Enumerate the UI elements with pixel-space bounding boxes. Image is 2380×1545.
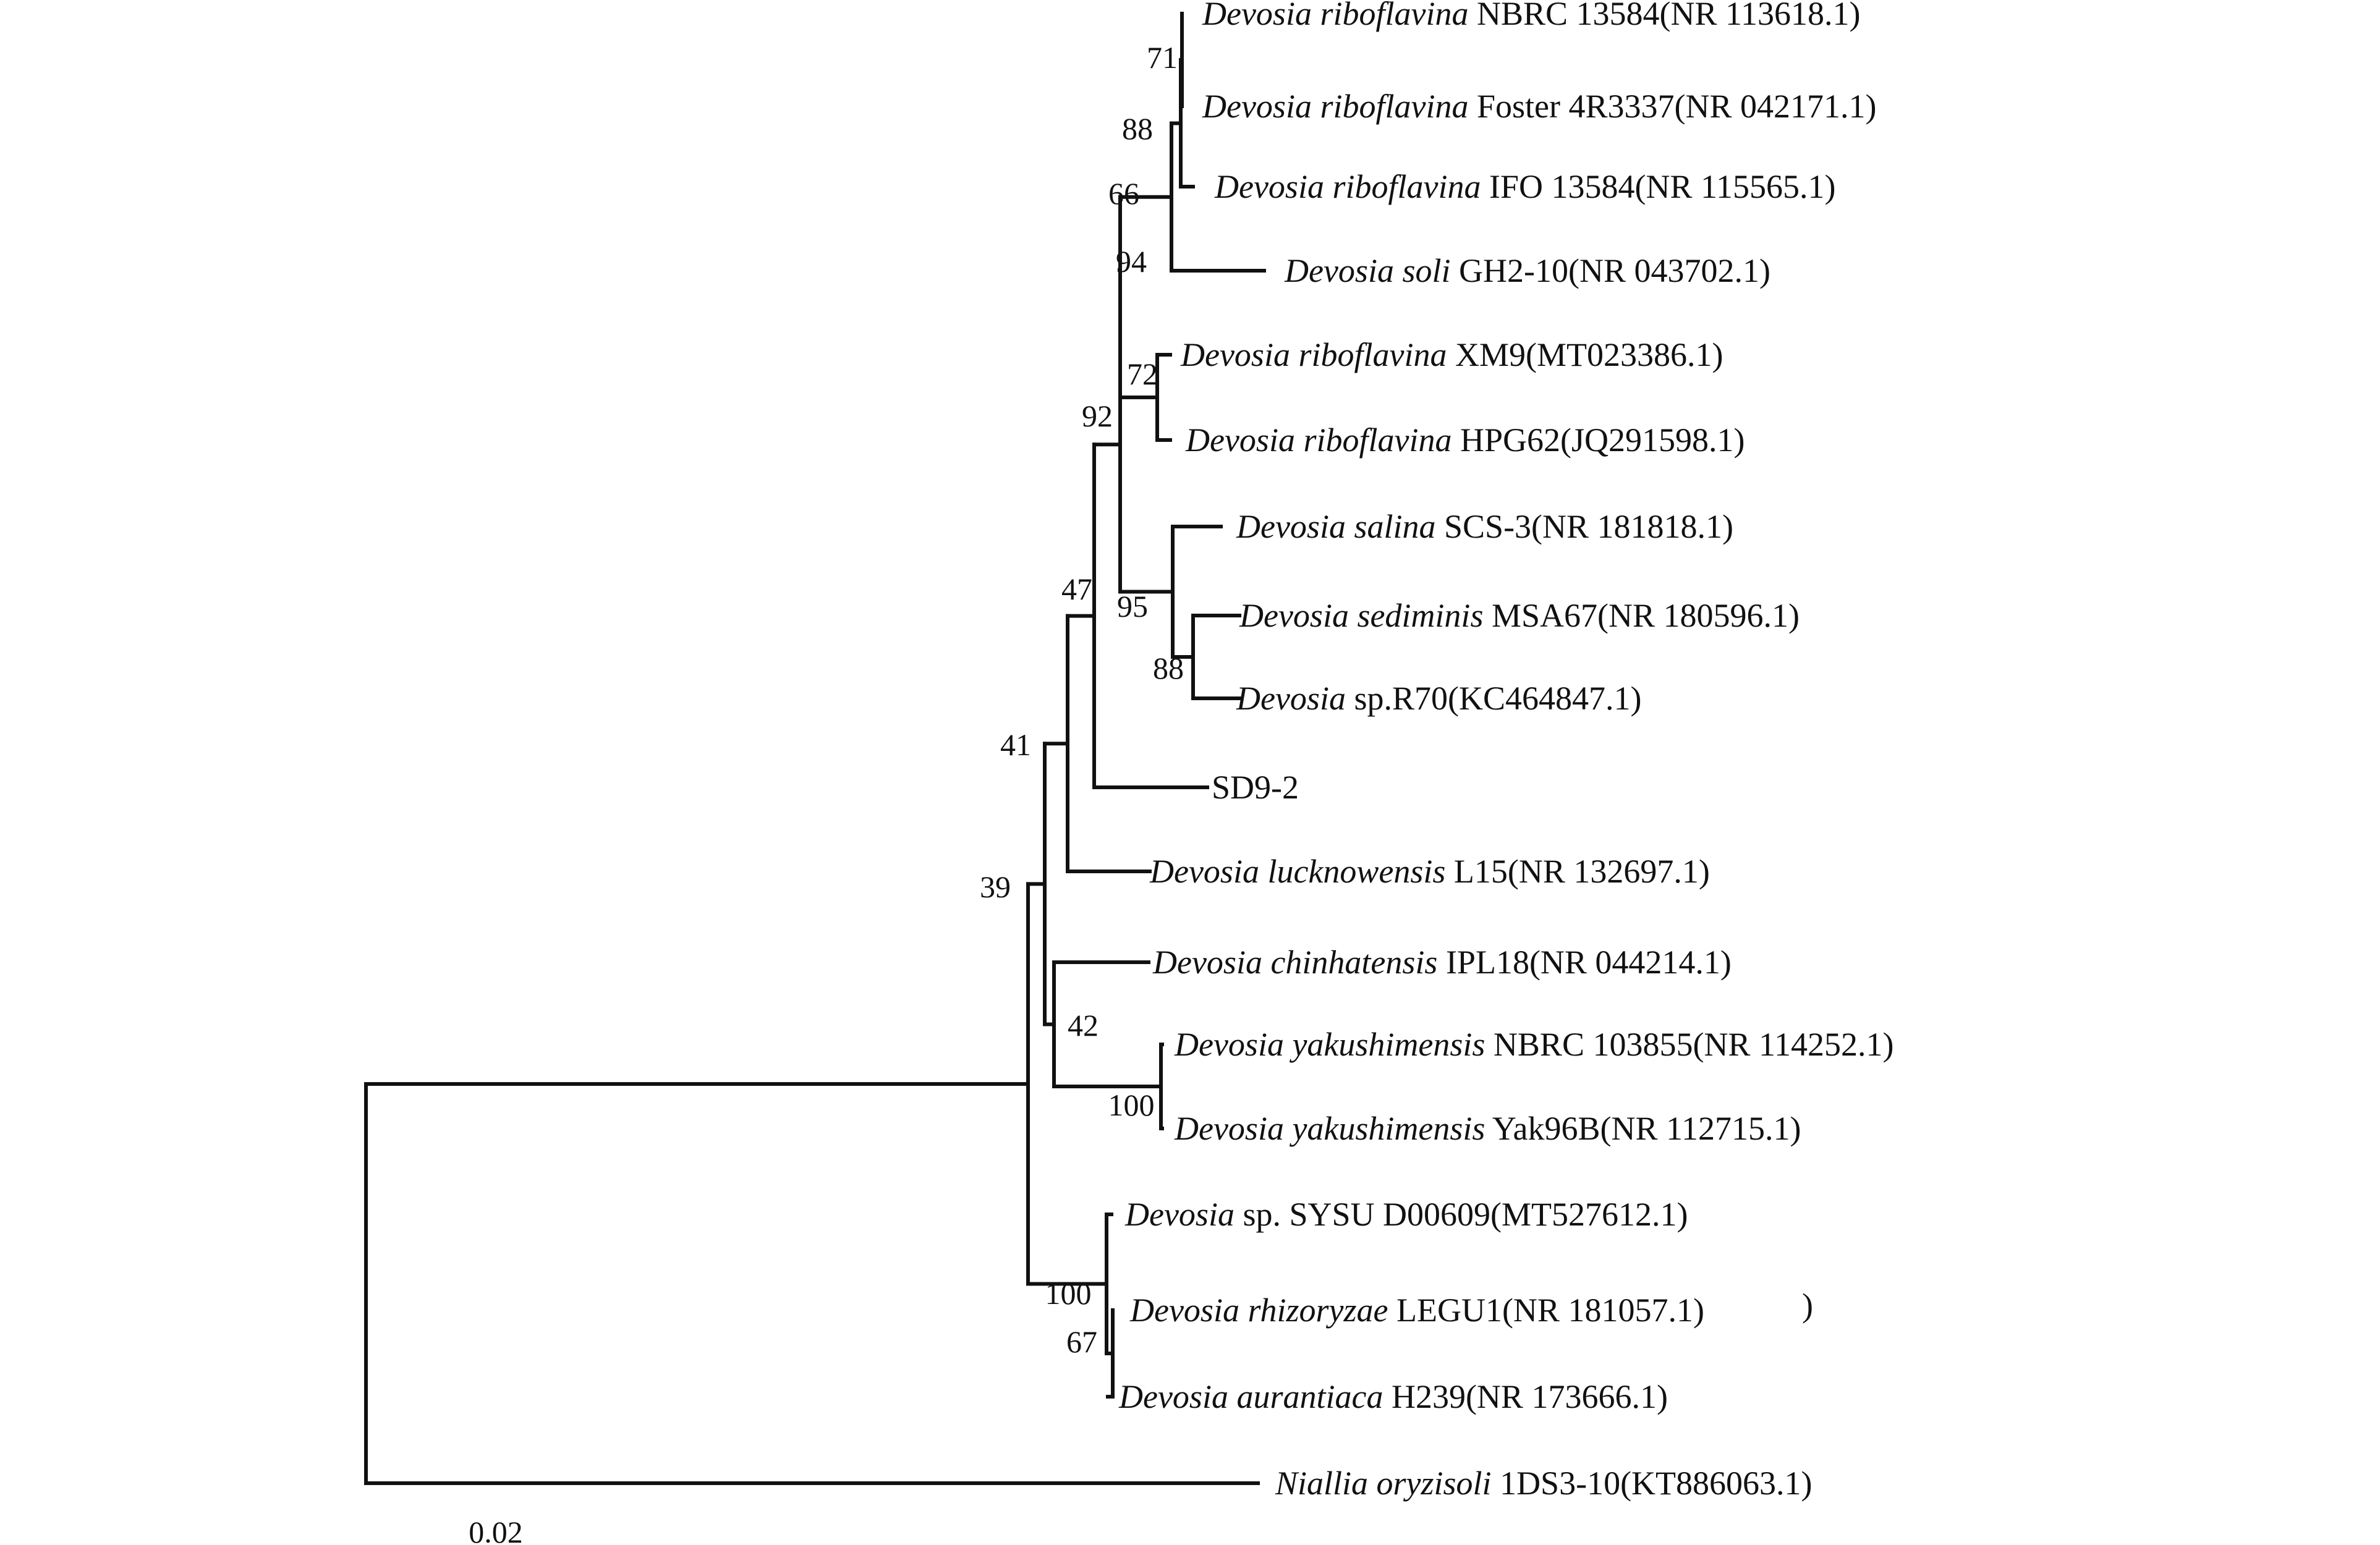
taxon-label: Devosia riboflavina XM9(MT023386.1) — [1180, 336, 1723, 373]
bootstrap-value: 72 — [1127, 357, 1158, 391]
taxon-label: Devosia aurantiaca H239(NR 173666.1) — [1118, 1378, 1668, 1415]
bootstrap-value: 66 — [1108, 176, 1139, 211]
taxon-species-name: Niallia oryzisoli — [1275, 1465, 1492, 1502]
taxon-strain: Yak96B(NR 112715.1) — [1485, 1110, 1801, 1147]
taxon-label: Devosia riboflavina NBRC 13584(NR 113618… — [1202, 0, 1860, 32]
taxon-label: Devosia sp. SYSU D00609(MT527612.1) — [1124, 1196, 1688, 1233]
taxon-label: Devosia yakushimensis Yak96B(NR 112715.1… — [1174, 1110, 1801, 1147]
taxon-label: Devosia rhizoryzae LEGU1(NR 181057.1) — [1129, 1292, 1704, 1329]
scale-bar-label: 0.02 — [469, 1515, 523, 1545]
taxon-strain: MSA67(NR 180596.1) — [1483, 597, 1800, 634]
taxon-strain: sp.R70(KC464847.1) — [1346, 680, 1642, 717]
taxon-species-name: Devosia aurantiaca — [1118, 1378, 1383, 1415]
taxon-species-name: Devosia riboflavina — [1214, 168, 1481, 205]
taxon-species-name: Devosia sediminis — [1239, 597, 1483, 634]
taxon-strain: HPG62(JQ291598.1) — [1451, 421, 1745, 459]
bootstrap-value: 42 — [1068, 1008, 1099, 1043]
taxon-label: Devosia sp.R70(KC464847.1) — [1236, 680, 1641, 717]
taxon-strain: SCS-3(NR 181818.1) — [1435, 508, 1733, 545]
taxon-label: Devosia riboflavina IFO 13584(NR 115565.… — [1214, 168, 1835, 205]
taxon-species-name: Devosia rhizoryzae — [1129, 1292, 1388, 1329]
taxon-species-name: Devosia soli — [1284, 252, 1450, 289]
taxon-species-name: Devosia — [1236, 680, 1346, 717]
taxon-species-name: Devosia — [1124, 1196, 1235, 1233]
taxon-strain: LEGU1(NR 181057.1) — [1388, 1292, 1704, 1329]
bootstrap-value: 67 — [1066, 1324, 1097, 1359]
taxon-strain: NBRC 103855(NR 114252.1) — [1485, 1026, 1893, 1063]
bootstrap-value: 71 — [1147, 40, 1178, 75]
taxon-strain: SD9-2 — [1212, 769, 1299, 806]
taxon-strain: H239(NR 173666.1) — [1383, 1378, 1667, 1415]
scale-bar: 0.02 — [469, 1515, 523, 1545]
tree-branches — [364, 12, 1266, 1485]
taxon-strain: XM9(MT023386.1) — [1447, 336, 1723, 373]
taxon-strain: IFO 13584(NR 115565.1) — [1481, 168, 1835, 205]
taxon-label: Devosia chinhatensis IPL18(NR 044214.1) — [1152, 944, 1732, 981]
bootstrap-value: 100 — [1045, 1276, 1092, 1311]
bootstrap-value: 88 — [1153, 651, 1184, 685]
taxon-species-name: Devosia riboflavina — [1185, 421, 1451, 459]
taxon-label: Devosia riboflavina HPG62(JQ291598.1) — [1185, 421, 1745, 459]
tree-labels: Devosia riboflavina NBRC 13584(NR 113618… — [980, 0, 1893, 1502]
taxon-label: Niallia oryzisoli 1DS3-10(KT886063.1) — [1275, 1465, 1813, 1502]
bootstrap-value: 88 — [1122, 111, 1153, 146]
taxon-label: Devosia salina SCS-3(NR 181818.1) — [1236, 508, 1733, 545]
taxon-strain: L15(NR 132697.1) — [1445, 853, 1709, 890]
taxon-species-name: Devosia yakushimensis — [1174, 1026, 1485, 1063]
bootstrap-value: 47 — [1061, 572, 1092, 606]
taxon-strain: IPL18(NR 044214.1) — [1437, 944, 1731, 981]
bootstrap-value: 100 — [1108, 1088, 1155, 1122]
bootstrap-value: 92 — [1082, 399, 1113, 433]
taxon-label: Devosia sediminis MSA67(NR 180596.1) — [1239, 597, 1800, 634]
taxon-label: Devosia yakushimensis NBRC 103855(NR 114… — [1174, 1026, 1893, 1063]
bootstrap-value: 41 — [1000, 727, 1031, 762]
taxon-strain: Foster 4R3337(NR 042171.1) — [1468, 88, 1876, 125]
taxon-strain: 1DS3-10(KT886063.1) — [1492, 1465, 1813, 1502]
taxon-species-name: Devosia riboflavina — [1202, 0, 1468, 32]
bootstrap-value: 39 — [980, 870, 1011, 904]
taxon-label: Devosia riboflavina Foster 4R3337(NR 042… — [1202, 88, 1876, 125]
bootstrap-value: 95 — [1117, 589, 1148, 624]
taxon-species-name: Devosia chinhatensis — [1152, 944, 1437, 981]
taxon-species-name: Devosia lucknowensis — [1149, 853, 1445, 890]
taxon-species-name: Devosia salina — [1236, 508, 1435, 545]
taxon-species-name: Devosia yakushimensis — [1174, 1110, 1485, 1147]
taxon-strain: NBRC 13584(NR 113618.1) — [1468, 0, 1860, 32]
taxon-strain: sp. SYSU D00609(MT527612.1) — [1235, 1196, 1688, 1233]
taxon-label: SD9-2 — [1212, 769, 1299, 806]
bootstrap-value: 94 — [1116, 244, 1147, 279]
taxon-species-name: Devosia riboflavina — [1180, 336, 1447, 373]
taxon-strain: GH2-10(NR 043702.1) — [1450, 252, 1770, 289]
taxon-species-name: Devosia riboflavina — [1202, 88, 1468, 125]
taxon-label: Devosia lucknowensis L15(NR 132697.1) — [1149, 853, 1710, 890]
taxon-label: Devosia soli GH2-10(NR 043702.1) — [1284, 252, 1770, 289]
stray-mark: ) — [1802, 1287, 1813, 1324]
